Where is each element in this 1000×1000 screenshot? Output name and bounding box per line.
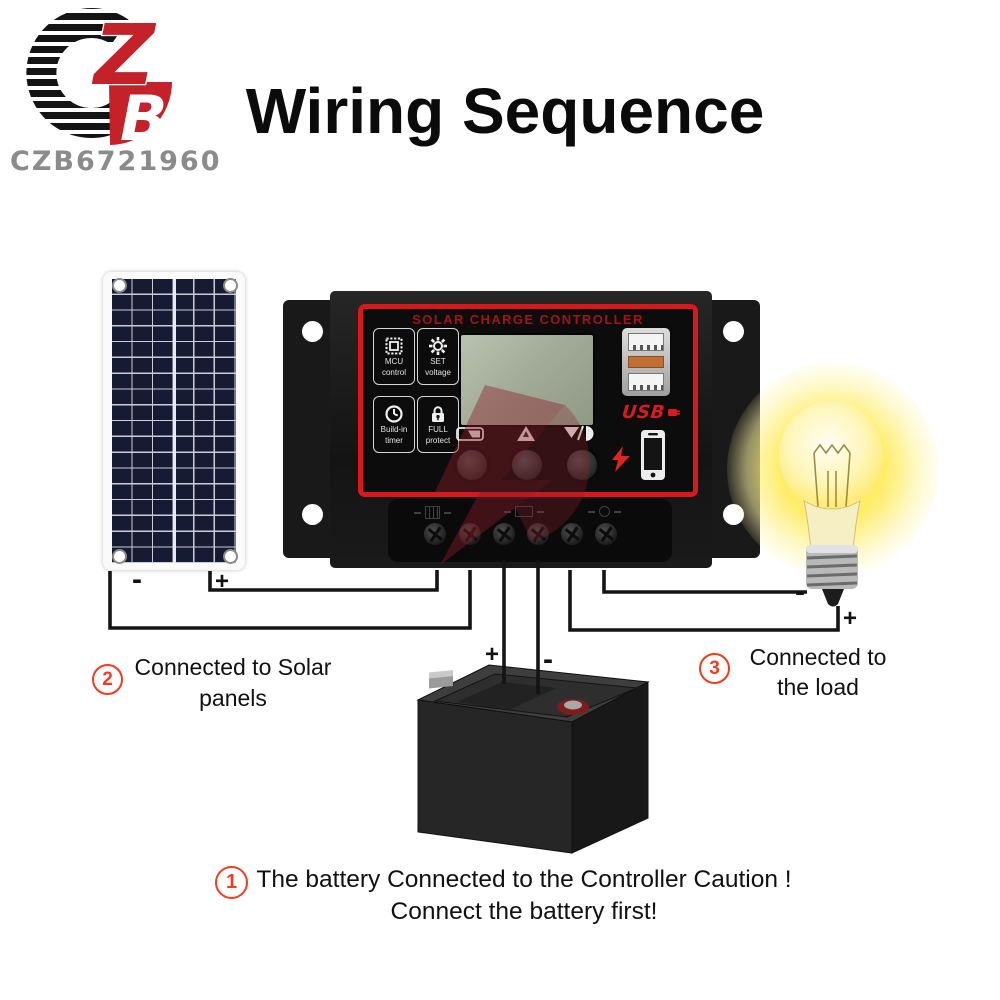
wire-load-minus <box>602 570 807 594</box>
terminal-screw-6 <box>595 523 617 545</box>
brand-logo: Z B <box>26 5 172 152</box>
bulb-glass <box>779 401 883 509</box>
terminal-screw-1 <box>424 523 446 545</box>
controller-button-middle <box>509 447 545 483</box>
feature-mcu-control: MCU control <box>373 328 415 385</box>
step-1-badge: 1 <box>215 866 248 899</box>
solar-plus-label: + <box>215 568 229 595</box>
feature-built-in-timer: Build-in timer <box>373 396 415 453</box>
logo-red-sector <box>109 82 172 145</box>
battery-terminal-negative <box>429 669 453 689</box>
battery-minus-label: - <box>543 643 553 676</box>
feature-label: timer <box>385 435 403 445</box>
battery-terminal-marking <box>504 506 544 517</box>
bulb-screw-base <box>806 545 858 589</box>
load-plus-label: + <box>843 605 857 632</box>
step-2-text: Connected to Solar panels <box>118 652 348 714</box>
watermark-logo <box>435 385 590 565</box>
usb-port-divider <box>628 356 664 368</box>
panel-corner-hole <box>223 549 238 564</box>
logo-letter-b: B <box>120 82 167 152</box>
terminal-block <box>388 499 672 562</box>
feature-label: protect <box>425 435 451 445</box>
bulb-contact-tip <box>822 589 844 607</box>
solar-panel-centerline <box>172 279 176 563</box>
terminal-screw-5 <box>561 523 583 545</box>
chip-icon <box>385 337 403 355</box>
step-2-line2: panels <box>199 685 267 711</box>
down-arrow-display-icon <box>564 425 594 441</box>
lcd-display <box>459 333 595 427</box>
step-3-badge: 3 <box>699 653 730 684</box>
load-minus-label: - <box>795 575 805 608</box>
battery-status-icon <box>456 427 484 441</box>
mounting-hole <box>302 504 323 525</box>
feature-label: control <box>381 367 406 377</box>
clock-icon <box>385 405 403 423</box>
load-terminal-marking <box>588 506 621 517</box>
lightning-icon <box>612 446 630 472</box>
phone-icon <box>641 430 665 480</box>
solar-terminal-marking <box>414 506 451 519</box>
step-2-badge: 2 <box>92 664 123 695</box>
step-1-line1: The battery Connected to the Controller … <box>256 866 792 893</box>
usb-logo: USB <box>621 402 682 423</box>
feature-label: SET <box>430 357 446 367</box>
wire-solar-minus <box>108 570 472 630</box>
terminal-screw-2 <box>459 523 481 545</box>
mounting-hole <box>302 321 323 342</box>
step-1-line2: Connect the battery first! <box>390 898 658 925</box>
feature-label: FULL <box>428 425 448 435</box>
wire-load-plus <box>568 570 840 632</box>
page-title: Wiring Sequence <box>245 75 765 147</box>
lock-icon <box>432 406 444 423</box>
feature-label: Build-in <box>380 425 408 435</box>
battery <box>416 664 650 854</box>
solar-cells <box>112 279 236 563</box>
bulb-neck <box>803 500 861 548</box>
dual-usb-port <box>620 326 672 398</box>
feature-label: MCU <box>384 357 404 367</box>
usb-plug-icon <box>667 409 680 416</box>
mounting-hole <box>723 321 744 342</box>
logo-c-arc <box>26 8 129 138</box>
brand-id-text: CZB6721960 <box>10 146 222 177</box>
panel-corner-hole <box>223 278 238 293</box>
step-3-line2: the load <box>777 674 859 700</box>
controller-button-left <box>454 447 490 483</box>
solar-minus-label: - <box>132 563 142 596</box>
step-2-line1: Connected to Solar <box>134 654 332 680</box>
battery-terminal-positive <box>557 699 589 715</box>
controller-heading: SOLAR CHARGE CONTROLLER <box>412 312 644 327</box>
bulb-filament <box>813 443 851 508</box>
solar-panel <box>103 272 245 570</box>
battery-plus-label: + <box>485 641 499 668</box>
feature-label: voltage <box>425 367 451 377</box>
usb-port-bottom <box>628 373 664 391</box>
wire-solar-plus <box>208 570 439 592</box>
step-1-text: The battery Connected to the Controller … <box>248 864 800 928</box>
step-3-text: Connected to the load <box>728 642 908 702</box>
terminal-screw-4 <box>527 523 549 545</box>
light-bulb <box>803 443 861 607</box>
step-3-line1: Connected to <box>749 644 887 670</box>
terminal-screw-3 <box>493 523 515 545</box>
controller-button-right <box>564 447 600 483</box>
feature-set-voltage: SET voltage <box>417 328 459 385</box>
gear-icon <box>429 337 447 356</box>
panel-corner-hole <box>112 549 127 564</box>
feature-full-protect: FULL protect <box>417 396 459 453</box>
up-arrow-icon <box>517 426 535 441</box>
usb-port-top <box>628 333 664 351</box>
panel-corner-hole <box>112 278 127 293</box>
logo-letter-z: Z <box>91 6 157 104</box>
